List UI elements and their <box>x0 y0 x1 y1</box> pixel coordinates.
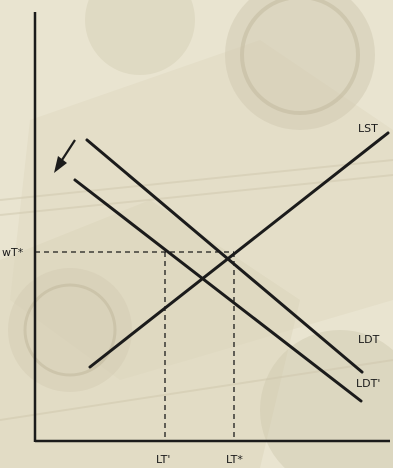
qty-new-label: LT' <box>156 453 170 466</box>
price-level-label: wT* <box>2 246 24 259</box>
demand-label: LDT <box>358 333 380 346</box>
demand-shifted-label: LDT' <box>356 377 380 390</box>
supply-label: LST <box>358 122 378 135</box>
qty-original-label: LT* <box>226 453 243 466</box>
